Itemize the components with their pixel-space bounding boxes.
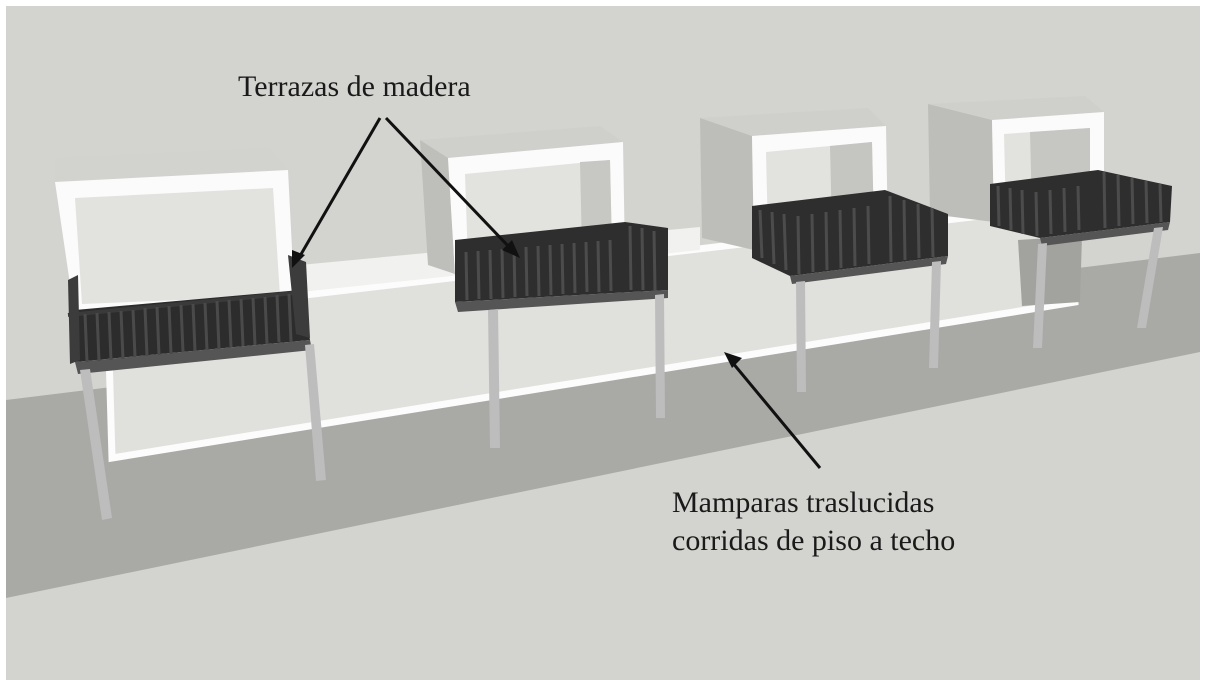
wooden-terrace-3 (752, 190, 948, 392)
terraces-annotation: Terrazas de madera (238, 70, 471, 103)
partitions-annotation-line-1: Mamparas traslucidas (672, 486, 935, 519)
frame-box-1 (55, 148, 295, 318)
wooden-terrace-4 (990, 170, 1172, 348)
leader-arrows (292, 116, 822, 469)
ground-strip (6, 253, 1200, 598)
partitions-annotation-line-2: corridas de piso a techo (672, 524, 956, 557)
wooden-terrace-2 (455, 222, 668, 448)
wooden-terrace-1 (67, 255, 326, 520)
